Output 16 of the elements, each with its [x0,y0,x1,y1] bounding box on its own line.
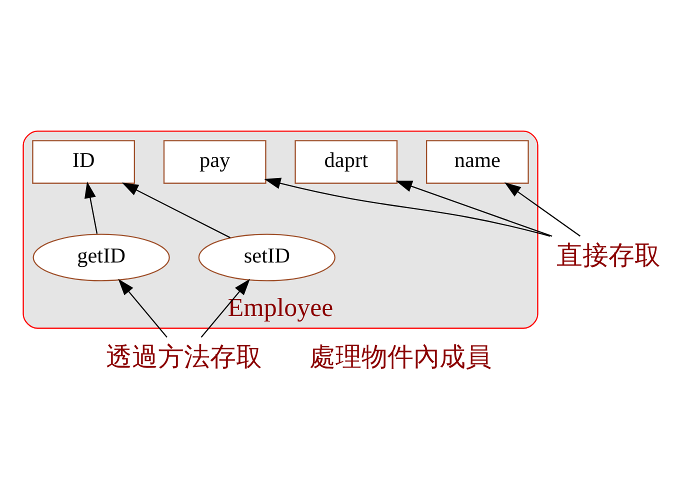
node-ellipse: setID [198,233,336,281]
node-box: daprt [294,140,398,184]
arrow [504,182,581,236]
node-box: ID [32,140,136,184]
arrow [396,180,552,236]
node-ellipse: getID [32,233,170,281]
node-text: 透過方法存取 [106,342,262,372]
arrow [122,182,231,238]
node-box: name [426,140,529,184]
arrow [200,278,250,338]
arrow [264,177,550,236]
arrow [84,181,98,234]
node-text: 直接存取 [556,240,661,270]
label: 處理物件內成員 [310,342,492,372]
arrow [118,278,168,338]
node-box: pay [163,140,266,184]
